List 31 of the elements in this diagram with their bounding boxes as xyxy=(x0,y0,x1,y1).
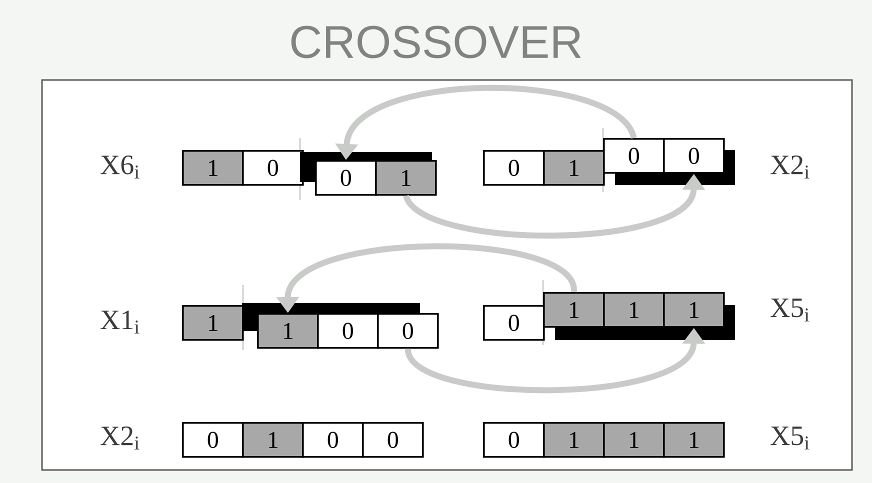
bit-cell: 1 xyxy=(543,422,605,458)
bit-cell: 0 xyxy=(483,422,545,458)
bit-cell: 0 xyxy=(317,313,379,349)
row-label: X5$_{i}$ xyxy=(770,298,810,322)
bit-cell: 1 xyxy=(543,292,605,328)
bit-cell: 0 xyxy=(377,313,439,349)
title: CROSSOVER xyxy=(291,26,581,58)
bit-cell: 1 xyxy=(543,150,605,186)
bit-cell: 1 xyxy=(257,313,319,349)
bit-cell: 1 xyxy=(242,422,304,458)
bit-cell: 0 xyxy=(315,160,377,196)
bit-cell: 0 xyxy=(362,422,424,458)
bit-cell: 1 xyxy=(375,160,437,196)
bit-cell: 0 xyxy=(483,305,545,341)
bit-cell: 0 xyxy=(663,138,725,174)
row-label: X6$_{i}$ xyxy=(100,156,140,178)
bit-cell: 1 xyxy=(603,422,665,458)
row-label: X1$_{i}$ xyxy=(100,310,140,334)
bit-cell: 1 xyxy=(603,292,665,328)
bit-cell: 1 xyxy=(663,422,725,458)
bit-cell: 0 xyxy=(483,150,545,186)
row-label: X2$_{i}$ xyxy=(100,426,140,450)
bit-cell: 0 xyxy=(302,422,364,458)
bit-cell: 1 xyxy=(663,292,725,328)
bit-cell: 1 xyxy=(182,150,244,186)
bit-cell: 0 xyxy=(182,422,244,458)
row-label: X5$_{i}$ xyxy=(770,426,810,450)
row-label: X2$_{i}$ xyxy=(770,156,810,178)
bit-cell: 0 xyxy=(603,138,665,174)
bit-cell: 0 xyxy=(242,150,304,186)
bit-cell: 1 xyxy=(182,305,244,341)
